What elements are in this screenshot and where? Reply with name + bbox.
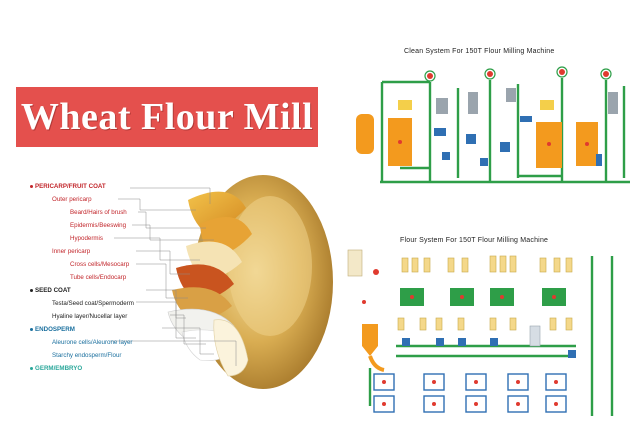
- section-seed-coat: SEED COAT: [30, 287, 71, 294]
- bullet-icon: [30, 327, 33, 331]
- page-title: Wheat Flour Mill: [20, 96, 314, 138]
- label-starchy-endosperm: Starchy endosperm/Flour: [52, 352, 122, 359]
- label-testa: Testa/Seed coat/Spermoderm: [52, 300, 134, 307]
- bullet-icon: [30, 184, 33, 188]
- label-beard: Beard/Hairs of brush: [70, 209, 127, 216]
- label-cross-cells: Cross cells/Mesocarp: [70, 261, 130, 268]
- label-tube-cells: Tube cells/Endocarp: [70, 274, 127, 281]
- label-outer-pericarp: Outer pericarp: [52, 196, 92, 203]
- bullet-icon: [30, 288, 33, 292]
- section-endosperm: ENDOSPERM: [30, 326, 75, 333]
- tank-icon: [356, 114, 374, 154]
- label-pericarp: PERICARP/FRUIT COAT: [35, 183, 106, 190]
- label-endosperm: ENDOSPERM: [35, 326, 75, 333]
- label-germ: GERM/EMBRYO: [35, 365, 83, 372]
- clean-system-title: Clean System For 150T Flour Milling Mach…: [404, 48, 555, 55]
- label-inner-pericarp: Inner pericarp: [52, 248, 91, 255]
- flour-system-title: Flour System For 150T Flour Milling Mach…: [400, 237, 549, 244]
- section-germ: GERM/EMBRYO: [30, 365, 82, 372]
- silo-icon: [347, 249, 363, 277]
- clean-system-diagram: [356, 66, 630, 184]
- flour-system-diagram: [347, 249, 614, 416]
- layer-outer-pericarp: [188, 191, 246, 232]
- label-hyaline: Hyaline layer/Nucellar layer: [52, 313, 128, 320]
- label-hypodermis: Hypodermis: [70, 235, 104, 242]
- section-pericarp: PERICARP/FRUIT COAT: [30, 183, 106, 190]
- layer-endosperm: [213, 319, 249, 377]
- kernel-illustration: [110, 175, 333, 389]
- label-seed-coat: SEED COAT: [35, 287, 71, 294]
- bullet-icon: [30, 366, 33, 370]
- label-epidermis: Epidermis/Beeswing: [70, 222, 127, 229]
- label-aleurone: Aleurone cells/Aleurone layer: [52, 339, 133, 346]
- hopper-icon: [362, 324, 378, 356]
- wheat-kernel-anatomy: PERICARP/FRUIT COAT Outer pericarp Beard…: [0, 170, 340, 427]
- title-banner: Wheat Flour Mill: [16, 87, 318, 147]
